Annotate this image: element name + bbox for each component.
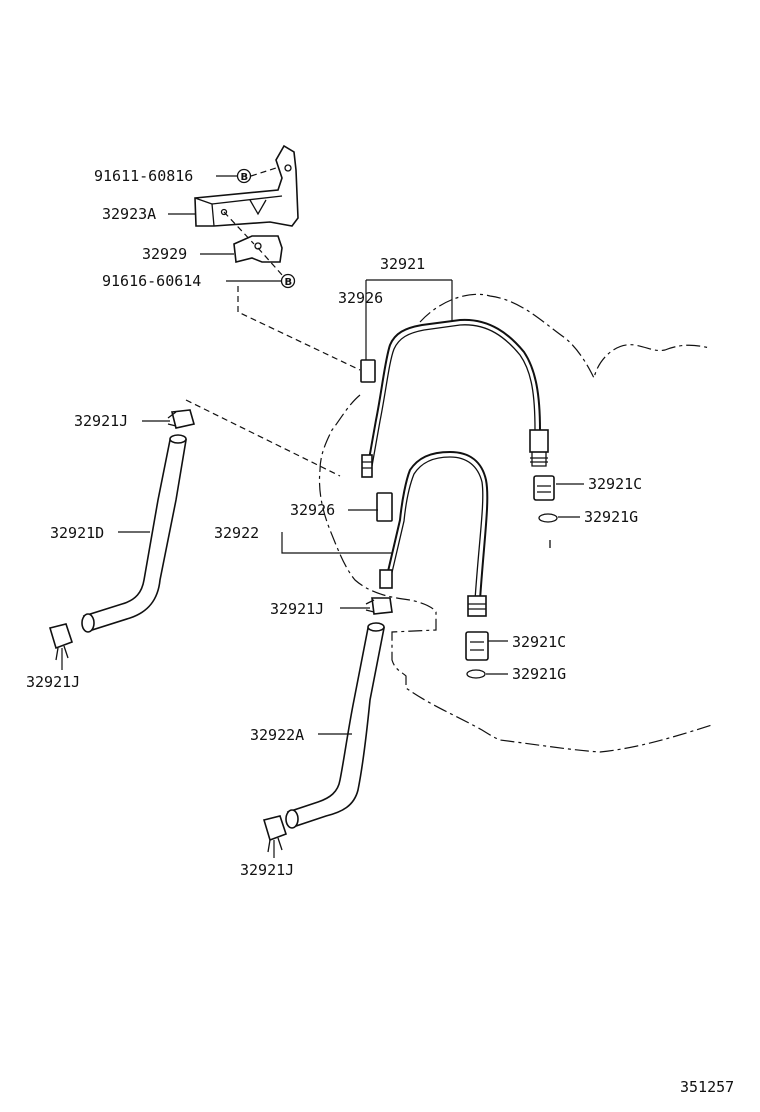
label-91616-60614: 91616-60614 bbox=[102, 272, 201, 290]
label-32921: 32921 bbox=[380, 255, 425, 273]
label-32921j-1: 32921J bbox=[74, 412, 128, 430]
label-32921c-2: 32921C bbox=[512, 633, 566, 651]
clamp-32929 bbox=[233, 235, 283, 263]
svg-text:B: B bbox=[285, 277, 293, 288]
fitting-32921c-upper bbox=[533, 475, 558, 548]
hose-32921d bbox=[48, 409, 196, 661]
label-32929: 32929 bbox=[142, 245, 187, 263]
label-32922a: 32922A bbox=[250, 726, 304, 744]
label-32921g-2: 32921G bbox=[512, 665, 566, 683]
label-32926-mid: 32926 bbox=[290, 501, 335, 519]
label-32921j-4: 32921J bbox=[240, 861, 294, 879]
tube-32922 bbox=[376, 451, 489, 617]
label-32923a: 32923A bbox=[102, 205, 156, 223]
label-32921c-1: 32921C bbox=[588, 475, 642, 493]
tube-32921 bbox=[360, 318, 549, 478]
diagram-number: 351257 bbox=[680, 1078, 734, 1096]
hose-32922a bbox=[262, 597, 393, 853]
svg-text:B: B bbox=[241, 172, 249, 183]
label-32921g-1: 32921G bbox=[584, 508, 638, 526]
part-labels: 91611-60816 32923A 32929 91616-60614 329… bbox=[26, 167, 642, 879]
label-32921j-3: 32921J bbox=[270, 600, 324, 618]
label-32922: 32922 bbox=[214, 524, 259, 542]
bolt-91611: B bbox=[236, 168, 252, 184]
label-32921d: 32921D bbox=[50, 524, 104, 542]
label-32926-top: 32926 bbox=[338, 289, 383, 307]
fitting-32921c-lower bbox=[465, 631, 489, 679]
label-91611-60816: 91611-60816 bbox=[94, 167, 193, 185]
leader-lines bbox=[61, 175, 584, 858]
engine-outline bbox=[318, 293, 713, 753]
bracket-32923a bbox=[194, 144, 299, 227]
bolt-91616: B bbox=[280, 273, 296, 289]
label-32921j-2: 32921J bbox=[26, 673, 80, 691]
